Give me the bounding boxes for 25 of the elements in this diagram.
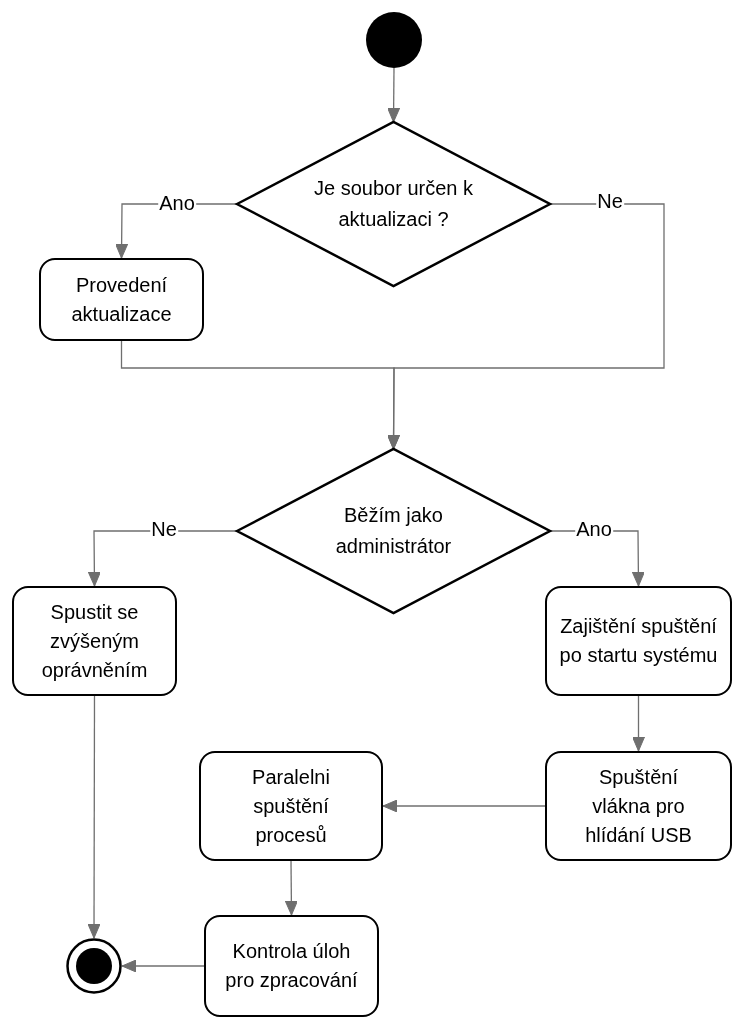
node-text: Zajištění spuštění po startu systému bbox=[558, 614, 719, 668]
process-box bbox=[545, 586, 732, 696]
process-box bbox=[39, 258, 204, 341]
decision-diamond bbox=[237, 122, 550, 286]
arrow bbox=[632, 695, 645, 752]
arrow bbox=[87, 695, 101, 939]
node-text: Kontrola úloh pro zpracování bbox=[224, 939, 359, 993]
end-node bbox=[66, 938, 122, 994]
arrow bbox=[382, 799, 546, 813]
node-text: Spuštění vlákna pro hlídání USB bbox=[584, 764, 693, 848]
arrow bbox=[387, 67, 401, 123]
node-text: Spustit se zvýšeným oprávněním bbox=[40, 599, 149, 683]
arrow bbox=[284, 860, 298, 916]
node-text: Běžím jako administrátor bbox=[334, 503, 453, 559]
node-text: Provedení aktualizace bbox=[70, 272, 173, 327]
process-box bbox=[12, 586, 177, 696]
arrow bbox=[120, 340, 401, 450]
process-box bbox=[204, 915, 379, 1017]
node-text: Paralelni spuštění procesů bbox=[251, 764, 331, 848]
process-box bbox=[545, 751, 732, 861]
arrow bbox=[121, 959, 205, 973]
process-box bbox=[199, 751, 383, 861]
decision-diamond bbox=[237, 449, 550, 613]
node-text: Je soubor určen k aktualizaci ? bbox=[313, 176, 474, 232]
start-node bbox=[366, 12, 422, 68]
